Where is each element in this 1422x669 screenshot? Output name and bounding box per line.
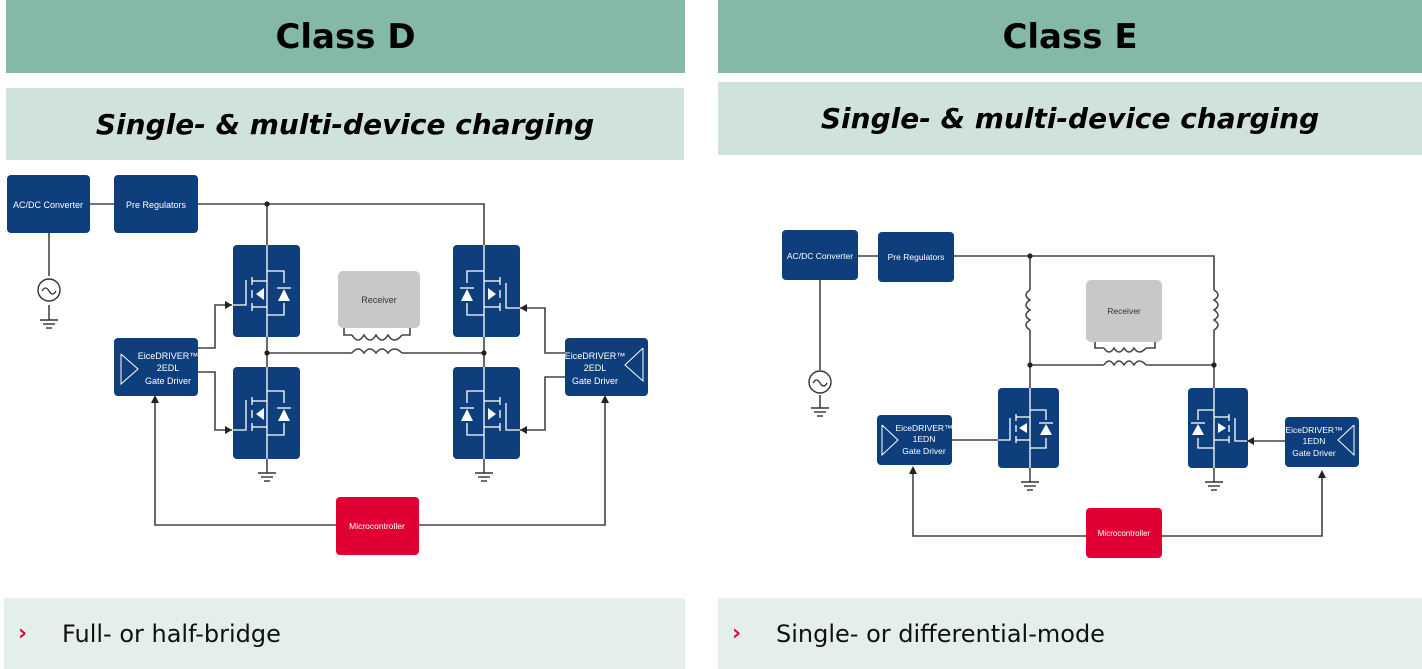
class-d-subheader: Single- & multi-device charging: [6, 88, 684, 160]
mosfet-left: [998, 388, 1059, 468]
mosfet-bottom-left: [232, 367, 300, 459]
microcontroller-block: [1086, 508, 1162, 558]
chevron-right-icon: ›: [732, 621, 742, 646]
pre-regulators-label: Pre Regulators: [888, 252, 945, 262]
class-d-header: Class D: [6, 0, 685, 73]
receiver-block: [338, 271, 420, 328]
gate-driver-right: EiceDRIVER™ 1EDN Gate Driver: [1285, 417, 1359, 467]
acdc-converter-block: [7, 175, 90, 233]
acdc-converter-label: AC/DC Converter: [13, 200, 83, 210]
svg-text:EiceDRIVER™: EiceDRIVER™: [1285, 425, 1342, 435]
class-d-diagram: AC/DC Converter Pre Regulators Receiver: [7, 175, 648, 555]
gate-driver-right: EiceDRIVER™ 2EDL Gate Driver: [565, 338, 648, 396]
class-e-bullet-text: Single- or differential-mode: [776, 619, 1105, 648]
pre-regulators-block: [878, 232, 954, 282]
svg-text:Gate Driver: Gate Driver: [572, 376, 618, 386]
microcontroller-label: Microcontroller: [349, 521, 405, 531]
svg-text:Gate Driver: Gate Driver: [902, 446, 946, 456]
class-e-title: Class E: [1002, 16, 1138, 57]
class-d-bullet-text: Full- or half-bridge: [62, 619, 281, 648]
class-e-subtitle: Single- & multi-device charging: [820, 102, 1320, 135]
microcontroller-block: [336, 497, 419, 555]
acdc-converter-label: AC/DC Converter: [787, 251, 853, 261]
mosfet-top-right: [453, 245, 520, 337]
svg-text:Gate Driver: Gate Driver: [145, 376, 191, 386]
svg-text:EiceDRIVER™: EiceDRIVER™: [895, 423, 952, 433]
pre-regulators-label: Pre Regulators: [126, 200, 187, 210]
svg-text:1EDN: 1EDN: [913, 434, 936, 444]
ground-icon: [811, 407, 1223, 491]
pre-regulators-block: [114, 175, 198, 233]
mosfet-bottom-right: [453, 367, 520, 459]
class-e-diagram: AC/DC Converter Pre Regulators Receiver: [782, 230, 1359, 558]
class-d-title: Class D: [275, 16, 416, 57]
svg-text:Gate Driver: Gate Driver: [1292, 448, 1336, 458]
svg-text:EiceDRIVER™: EiceDRIVER™: [565, 351, 626, 361]
class-e-subheader: Single- & multi-device charging: [718, 82, 1422, 155]
class-d-subtitle: Single- & multi-device charging: [95, 107, 595, 141]
chevron-right-icon: ›: [18, 621, 28, 646]
mosfet-top-left: [232, 245, 300, 337]
gate-driver-left: EiceDRIVER™ 2EDL Gate Driver: [114, 338, 198, 396]
class-e-bullet: › Single- or differential-mode: [718, 598, 1422, 669]
gate-driver-left: EiceDRIVER™ 1EDN Gate Driver: [877, 415, 953, 465]
acdc-converter-block: [782, 230, 858, 280]
microcontroller-label: Microcontroller: [1098, 529, 1151, 538]
receiver-label: Receiver: [1107, 306, 1141, 316]
class-e-header: Class E: [718, 0, 1422, 73]
receiver-label: Receiver: [361, 295, 397, 305]
ground-icon: [40, 319, 493, 482]
svg-text:2EDL: 2EDL: [584, 363, 607, 373]
svg-text:1EDN: 1EDN: [1303, 436, 1326, 446]
class-d-bullet: › Full- or half-bridge: [4, 598, 685, 669]
mosfet-right: [1188, 388, 1248, 468]
svg-text:2EDL: 2EDL: [157, 363, 180, 373]
svg-text:EiceDRIVER™: EiceDRIVER™: [138, 351, 199, 361]
receiver-block: [1086, 280, 1162, 342]
